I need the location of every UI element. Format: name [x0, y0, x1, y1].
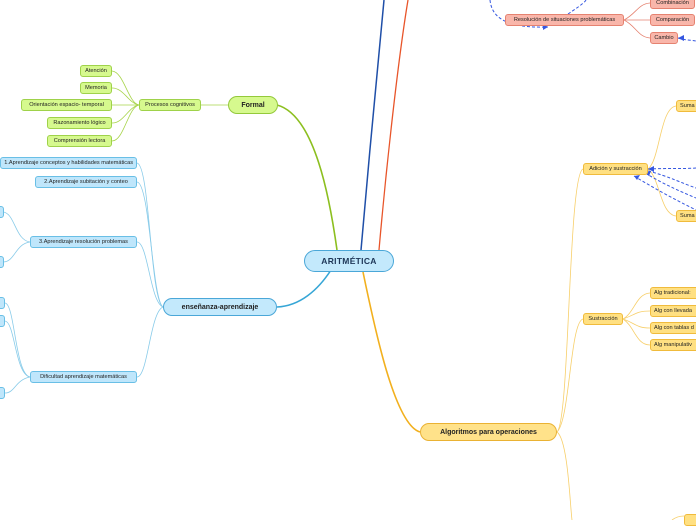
node-suma-1[interactable]: Suma — [676, 100, 696, 112]
topic-formal[interactable]: Formal — [228, 96, 278, 114]
link-dif-a — [4, 302, 31, 378]
link-ens-4 — [136, 306, 164, 378]
node-procesos-cognitivos[interactable]: Procesos cognitivos — [139, 99, 201, 111]
node-alg-manipulativ[interactable]: Alg manipulativ — [650, 339, 696, 351]
link-dif-b — [4, 320, 31, 378]
node-alg-llevada[interactable]: Alg con llevada — [650, 305, 696, 317]
node-cut-4[interactable] — [0, 315, 5, 327]
link-sust-3 — [622, 318, 651, 329]
link-adicion — [556, 168, 584, 433]
node-cut-bottom[interactable] — [684, 514, 696, 526]
node-ens-resolucion[interactable]: 3.Aprendizaje resolución problemas — [30, 236, 137, 248]
link-ens-3 — [136, 241, 164, 308]
node-memoria[interactable]: Memoria — [80, 82, 112, 94]
link-suma1 — [647, 105, 677, 170]
node-cut-3[interactable] — [0, 297, 5, 309]
central-topic[interactable]: ARITMÉTICA — [304, 250, 394, 272]
link-alg-down — [556, 431, 573, 520]
link-cambio — [623, 19, 651, 39]
link-alg-bottom — [671, 515, 685, 520]
node-razonamiento[interactable]: Razonamiento lógico — [47, 117, 112, 129]
node-cut-2[interactable] — [0, 256, 4, 268]
link-ens-2 — [136, 181, 164, 308]
arrowhead-3 — [648, 166, 654, 172]
node-cut-1[interactable] — [0, 206, 4, 218]
node-alg-tradicional[interactable]: Alg tradicional: — [650, 287, 696, 299]
node-sustraccion[interactable]: Sustracción — [583, 313, 623, 325]
node-resolucion-situaciones[interactable]: Resolución de situaciones problemáticas — [505, 14, 624, 26]
arrowhead-2 — [678, 35, 684, 41]
branch-algoritmos — [362, 271, 421, 433]
node-combinacion[interactable]: Combinación — [650, 0, 695, 9]
arrowhead-4 — [645, 171, 651, 176]
dashed-link-2 — [567, 0, 587, 15]
link-sust-1 — [622, 292, 651, 320]
node-atencion[interactable]: Atención — [80, 65, 112, 77]
link-suma2 — [647, 168, 677, 217]
link-atencion — [111, 70, 140, 106]
dashed-link-5 — [647, 170, 696, 189]
link-res-a — [2, 211, 31, 243]
node-cambio[interactable]: Cambio — [650, 32, 678, 44]
dashed-link-6 — [644, 172, 696, 199]
link-comprension — [111, 104, 140, 142]
topic-ensenanza[interactable]: enseñanza-aprendizaje — [163, 298, 277, 316]
branch-formal — [276, 104, 338, 251]
node-orientacion[interactable]: Orientación espacio- temporal — [21, 99, 112, 111]
node-ens-dificultad[interactable]: Dificultad aprendizaje matemáticas — [30, 371, 137, 383]
node-alg-tablas[interactable]: Alg con tablas d — [650, 322, 696, 334]
node-ens-subitacion[interactable]: 2.Aprendizaje subitación y conteo — [35, 176, 137, 188]
link-sust-4 — [622, 318, 651, 346]
link-combinacion — [623, 2, 651, 21]
node-cut-5[interactable] — [0, 387, 5, 399]
node-adicion-sustraccion[interactable]: Adición y sustracción — [583, 163, 648, 175]
branch-orange — [378, 0, 409, 251]
node-ens-conceptos[interactable]: 1.Aprendizaje conceptos y habilidades ma… — [0, 157, 137, 169]
link-res-b — [2, 241, 31, 263]
topic-algoritmos[interactable]: Algoritmos para operaciones — [420, 423, 557, 441]
link-sust-2 — [622, 310, 651, 320]
branch-navy — [360, 0, 385, 251]
link-dif-c — [4, 376, 31, 394]
branch-ensenanza — [276, 269, 332, 308]
node-comprension[interactable]: Comprensión lectora — [47, 135, 112, 147]
dashed-link-4 — [647, 167, 696, 170]
node-suma-2[interactable]: Suma — [676, 210, 696, 222]
node-comparacion[interactable]: Comparación — [650, 14, 695, 26]
link-memoria — [111, 87, 140, 106]
arrowhead-5 — [634, 175, 640, 180]
link-sustraccion — [556, 318, 584, 433]
dashed-link-7 — [633, 175, 696, 211]
